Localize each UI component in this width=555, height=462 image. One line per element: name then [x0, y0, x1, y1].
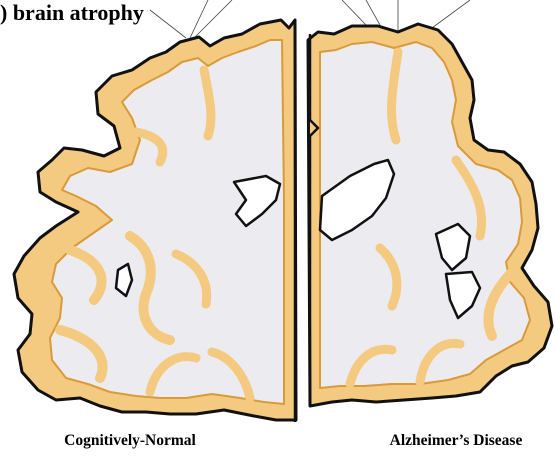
caption-cognitively-normal: Cognitively-Normal	[30, 432, 230, 450]
normal-hemisphere	[14, 20, 296, 422]
figure-title: ) brain atrophy	[0, 0, 144, 26]
alzheimers-hemisphere	[308, 24, 552, 406]
caption-alzheimers-disease: Alzheimer’s Disease	[356, 432, 555, 450]
